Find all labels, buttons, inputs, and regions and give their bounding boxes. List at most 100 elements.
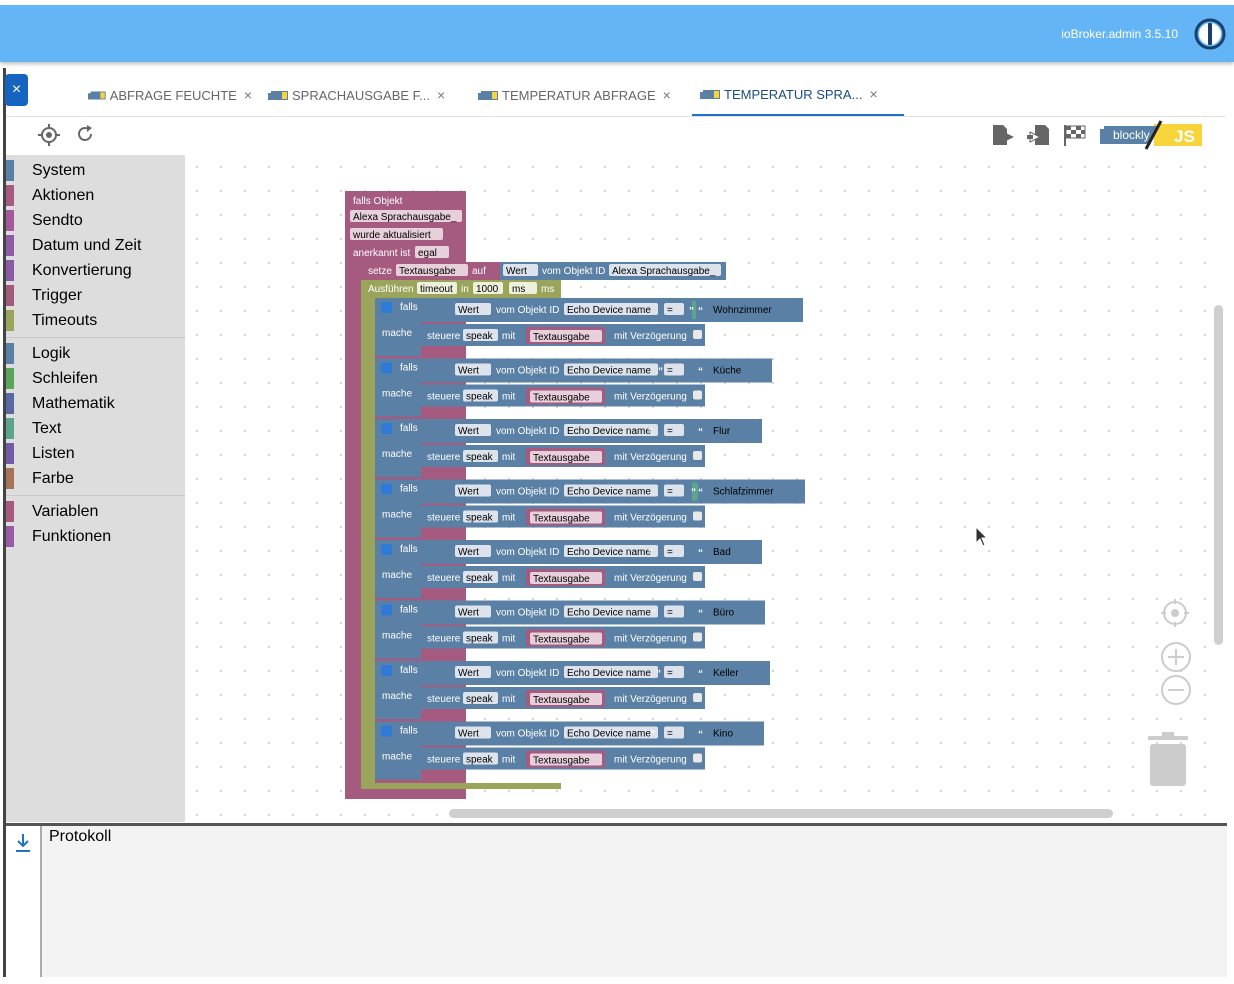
delay-checkbox[interactable] <box>693 753 702 763</box>
device-name-field[interactable]: Echo Device name <box>567 305 651 316</box>
category-variablen[interactable]: Variablen <box>6 499 185 524</box>
category-konvertierung[interactable]: Konvertierung <box>6 258 185 283</box>
category-timeouts[interactable]: Timeouts <box>6 308 185 333</box>
room-string-field[interactable]: Kino <box>713 729 733 740</box>
device-name-field[interactable]: Echo Device name <box>567 668 651 679</box>
wert-select[interactable]: Wert <box>458 366 479 377</box>
wert-select[interactable]: Wert <box>458 608 479 619</box>
gear-icon[interactable] <box>381 725 392 737</box>
tab-3[interactable]: TEMPERATUR ABFRAGE× <box>470 74 692 116</box>
export-icon[interactable] <box>990 122 1016 148</box>
vertical-scrollbar[interactable] <box>1214 305 1223 645</box>
tab-4[interactable]: TEMPERATUR SPRA...× <box>692 74 904 116</box>
category-mathematik[interactable]: Mathematik <box>6 391 185 416</box>
room-string-field[interactable]: Küche <box>713 366 742 377</box>
textausgabe-select[interactable]: Textausgabe <box>533 695 590 706</box>
trigger-object-field[interactable]: Alexa Sprachausgabe_ <box>353 212 457 223</box>
wert-select[interactable]: Wert <box>458 487 479 498</box>
wert-select[interactable]: Wert <box>458 426 479 437</box>
textausgabe-select[interactable]: Textausgabe <box>533 393 590 404</box>
room-string-field[interactable]: Wohnzimmer <box>713 305 772 316</box>
tab-2[interactable]: SPRACHAUSGABE F...× <box>260 74 470 116</box>
center-workspace-icon[interactable] <box>1160 598 1190 628</box>
operator-select[interactable]: = <box>667 608 673 619</box>
tab-close-icon[interactable]: × <box>869 86 878 102</box>
close-all-tabs-button[interactable]: × <box>5 74 28 106</box>
timeout-unit-select[interactable]: ms <box>512 284 525 295</box>
wert-select[interactable]: Wert <box>458 305 479 316</box>
textausgabe-select[interactable]: Textausgabe <box>533 635 590 646</box>
delay-checkbox[interactable] <box>693 390 702 400</box>
delay-checkbox[interactable] <box>693 511 702 521</box>
category-funktionen[interactable]: Funktionen <box>6 524 185 549</box>
trigger-condition-select[interactable]: wurde aktualisiert <box>352 230 431 241</box>
delay-checkbox[interactable] <box>693 330 702 339</box>
speak-select[interactable]: speak <box>466 694 494 705</box>
tab-close-icon[interactable]: × <box>662 87 671 103</box>
category-farbe[interactable]: Farbe <box>6 466 185 491</box>
operator-select[interactable]: = <box>667 305 673 316</box>
horizontal-scrollbar[interactable] <box>449 809 1113 818</box>
category-aktionen[interactable]: Aktionen <box>6 183 185 208</box>
speak-select[interactable]: speak <box>466 452 494 463</box>
gear-icon[interactable] <box>381 483 392 495</box>
speak-select[interactable]: speak <box>466 573 494 584</box>
gear-icon[interactable] <box>381 423 392 434</box>
delay-checkbox[interactable] <box>693 693 702 702</box>
gear-icon[interactable] <box>381 302 392 313</box>
refresh-icon[interactable] <box>75 124 95 144</box>
speak-select[interactable]: speak <box>466 755 494 766</box>
room-string-field[interactable]: Schlafzimmer <box>713 487 774 498</box>
textausgabe-select[interactable]: Textausgabe <box>533 332 590 343</box>
device-name-field[interactable]: Echo Device name <box>567 366 651 377</box>
device-name-field[interactable]: Echo Device name <box>567 608 651 619</box>
gear-icon[interactable] <box>381 362 392 374</box>
category-schleifen[interactable]: Schleifen <box>6 366 185 391</box>
speak-select[interactable]: speak <box>466 634 494 645</box>
gear-icon[interactable] <box>381 544 392 555</box>
room-string-field[interactable]: Bad <box>713 547 731 558</box>
power-icon[interactable] <box>1194 18 1226 50</box>
speak-select[interactable]: speak <box>466 513 494 524</box>
delay-checkbox[interactable] <box>693 632 702 642</box>
download-log-icon[interactable] <box>14 832 32 854</box>
operator-select[interactable]: = <box>667 487 673 498</box>
operator-select[interactable]: = <box>667 547 673 558</box>
setze-object-field[interactable]: Alexa Sprachausgabe_ <box>612 266 716 277</box>
category-text[interactable]: Text <box>6 416 185 441</box>
device-name-field[interactable]: Echo Device name <box>567 426 651 437</box>
category-listen[interactable]: Listen <box>6 441 185 466</box>
blockly-js-toggle[interactable]: blockly JS <box>1098 120 1202 150</box>
delay-checkbox[interactable] <box>693 451 702 460</box>
zoom-out-icon[interactable] <box>1160 674 1192 706</box>
tab-close-icon[interactable]: × <box>436 87 446 103</box>
wert-select[interactable]: Wert <box>458 547 479 558</box>
operator-select[interactable]: = <box>667 668 673 679</box>
wert-select[interactable]: Wert <box>458 729 479 740</box>
room-string-field[interactable]: Büro <box>713 608 735 619</box>
device-name-field[interactable]: Echo Device name <box>567 729 651 740</box>
room-string-field[interactable]: Keller <box>713 668 739 679</box>
log-divider[interactable] <box>6 823 1227 826</box>
timeout-name-field[interactable]: timeout <box>420 284 453 295</box>
textausgabe-select[interactable]: Textausgabe <box>533 756 590 767</box>
ack-select[interactable]: egal <box>418 248 437 259</box>
locate-icon[interactable] <box>38 124 60 146</box>
operator-select[interactable]: = <box>667 729 673 740</box>
room-string-field[interactable]: Flur <box>713 426 731 437</box>
timeout-value-field[interactable]: 1000 <box>476 284 499 295</box>
wert-select[interactable]: Wert <box>458 668 479 679</box>
operator-select[interactable]: = <box>667 366 673 377</box>
device-name-field[interactable]: Echo Device name <box>567 547 651 558</box>
import-icon[interactable] <box>1026 122 1052 148</box>
textausgabe-select[interactable]: Textausgabe <box>533 514 590 525</box>
textausgabe-select[interactable]: Textausgabe <box>533 574 590 585</box>
trash-icon[interactable] <box>1146 732 1190 788</box>
zoom-in-icon[interactable] <box>1160 641 1192 673</box>
operator-select[interactable]: = <box>667 426 673 437</box>
setze-var-field[interactable]: Textausgabe <box>399 266 456 277</box>
speak-select[interactable]: speak <box>466 392 494 403</box>
tab-1[interactable]: ABFRAGE FEUCHTE× <box>80 74 260 116</box>
gear-icon[interactable] <box>381 665 392 676</box>
